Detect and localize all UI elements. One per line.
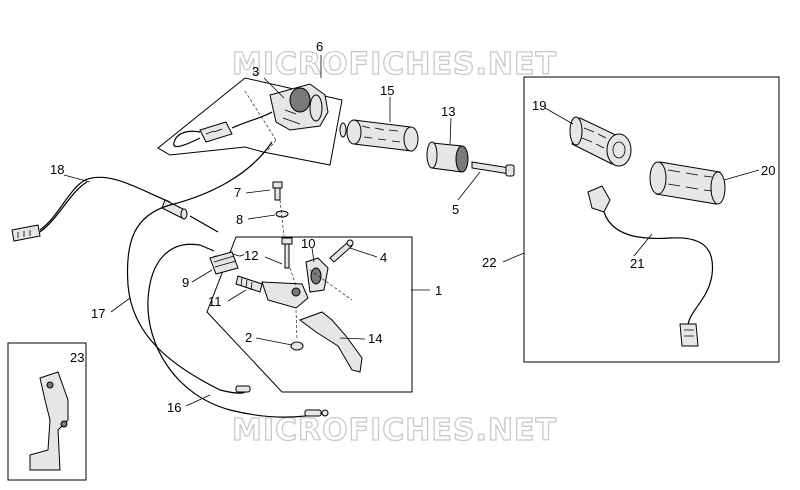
callout-23: 23 (70, 350, 84, 365)
callout-1: 1 (435, 283, 442, 298)
callout-19: 19 (532, 98, 546, 113)
callout-labels: 6 3 15 13 5 18 7 8 12 10 4 9 11 1 2 14 1… (50, 39, 775, 415)
part-nut-2 (290, 341, 304, 351)
leader-lines (63, 55, 760, 407)
part-switch-housing (269, 83, 329, 131)
part-switch-21 (587, 185, 714, 347)
callout-16: 16 (167, 400, 181, 415)
callout-3: 3 (252, 64, 259, 79)
callout-8: 8 (236, 212, 243, 227)
callout-12: 12 (244, 248, 258, 263)
callout-14: 14 (368, 331, 382, 346)
group-box-22 (523, 76, 780, 363)
callout-2: 2 (245, 330, 252, 345)
group-box-23 (7, 342, 87, 481)
part-grip-left (339, 119, 419, 152)
watermark-top: MICROFICHES.NET (232, 47, 557, 82)
part-bar-end-screw (471, 161, 515, 177)
part-lever-14 (298, 311, 363, 373)
callout-6: 6 (316, 39, 323, 54)
callout-13: 13 (441, 104, 455, 119)
part-cable-end-16 (304, 409, 329, 417)
part-adjuster-11 (235, 275, 263, 293)
callout-17: 17 (91, 306, 105, 321)
cable-17 (126, 141, 273, 394)
callout-10: 10 (301, 236, 315, 251)
part-cable-end-17 (235, 385, 251, 393)
part-cable-connector-18 (11, 224, 41, 242)
callout-4: 4 (380, 250, 387, 265)
part-spring-9 (209, 251, 245, 275)
callout-15: 15 (380, 83, 394, 98)
cable-16 (147, 243, 326, 418)
part-bolt-12 (281, 237, 293, 269)
callout-20: 20 (761, 163, 775, 178)
part-clamp-10 (305, 239, 354, 293)
callout-7: 7 (234, 185, 241, 200)
callout-11: 11 (208, 294, 222, 309)
cable-18 (39, 176, 171, 231)
group-box-6 (157, 77, 343, 166)
callout-9: 9 (182, 275, 189, 290)
part-switch-connector (173, 111, 273, 148)
part-bracket-23 (29, 371, 69, 471)
callout-5: 5 (452, 202, 459, 217)
part-screw-7 (272, 181, 283, 201)
callout-18: 18 (50, 162, 64, 177)
callout-21: 21 (630, 256, 644, 271)
callout-22: 22 (482, 255, 496, 270)
group-box-1 (206, 236, 413, 393)
part-lever-body (261, 281, 309, 309)
part-cable-sleeve (161, 199, 188, 220)
part-bar-end-weight (426, 141, 469, 173)
watermark-bottom: MICROFICHES.NET (232, 413, 557, 448)
part-grip-19 (569, 116, 632, 167)
part-grip-20 (649, 161, 726, 205)
